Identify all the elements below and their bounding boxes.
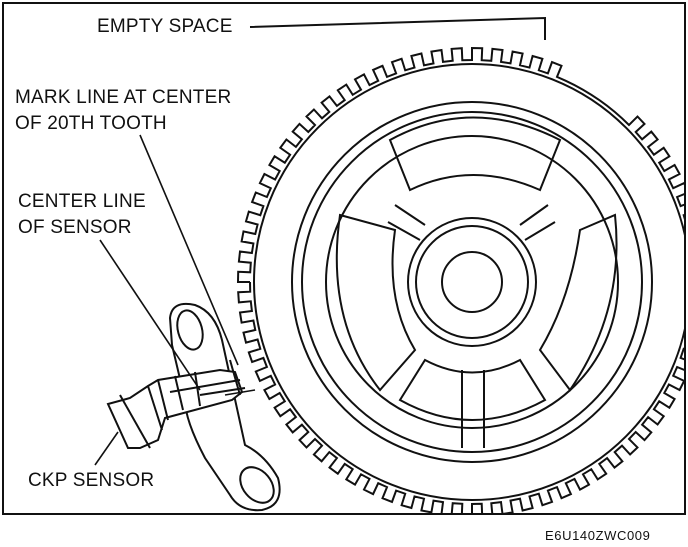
pulley-spoke-bottom bbox=[461, 370, 485, 448]
crankshaft-pulley bbox=[236, 46, 684, 513]
pulley-window-left bbox=[335, 213, 417, 392]
center-line-label-line1: CENTER LINE bbox=[18, 191, 146, 212]
figure-code: E6U140ZWC009 bbox=[545, 528, 651, 543]
pulley-spoke-right bbox=[519, 204, 556, 241]
ckp-sensor-leader bbox=[94, 431, 119, 466]
empty-space-bracket bbox=[249, 16, 546, 40]
pulley-bore bbox=[441, 251, 503, 313]
pulley-teeth-ring bbox=[236, 46, 684, 513]
figure-frame bbox=[2, 2, 686, 515]
sensor-bracket bbox=[168, 302, 281, 512]
mark-line-leader bbox=[139, 134, 239, 366]
pulley-groove-outer bbox=[291, 101, 653, 463]
pulley-window-right bbox=[538, 213, 618, 392]
pulley-spoke-left bbox=[387, 204, 426, 241]
pulley-outer-rim bbox=[253, 63, 684, 501]
bracket-slot-lower bbox=[239, 466, 275, 504]
pulley-groove-inner bbox=[301, 111, 643, 453]
pulley-hub-outer bbox=[407, 217, 537, 347]
center-line-label-line2: OF SENSOR bbox=[18, 217, 132, 238]
mark-line-label-line1: MARK LINE AT CENTER bbox=[15, 87, 232, 108]
pulley-hub-inner bbox=[415, 225, 529, 339]
ckp-sensor-label: CKP SENSOR bbox=[28, 470, 155, 491]
empty-space-label: EMPTY SPACE bbox=[97, 16, 233, 37]
pulley-window-top bbox=[388, 116, 562, 192]
mark-line-label-line2: OF 20TH TOOTH bbox=[15, 113, 167, 134]
center-line-leader bbox=[99, 239, 201, 391]
pulley-window-bottom bbox=[398, 358, 547, 421]
pulley-web-rim bbox=[325, 135, 619, 429]
bracket-slot-upper bbox=[176, 309, 204, 351]
sensor-center-line bbox=[224, 389, 256, 396]
